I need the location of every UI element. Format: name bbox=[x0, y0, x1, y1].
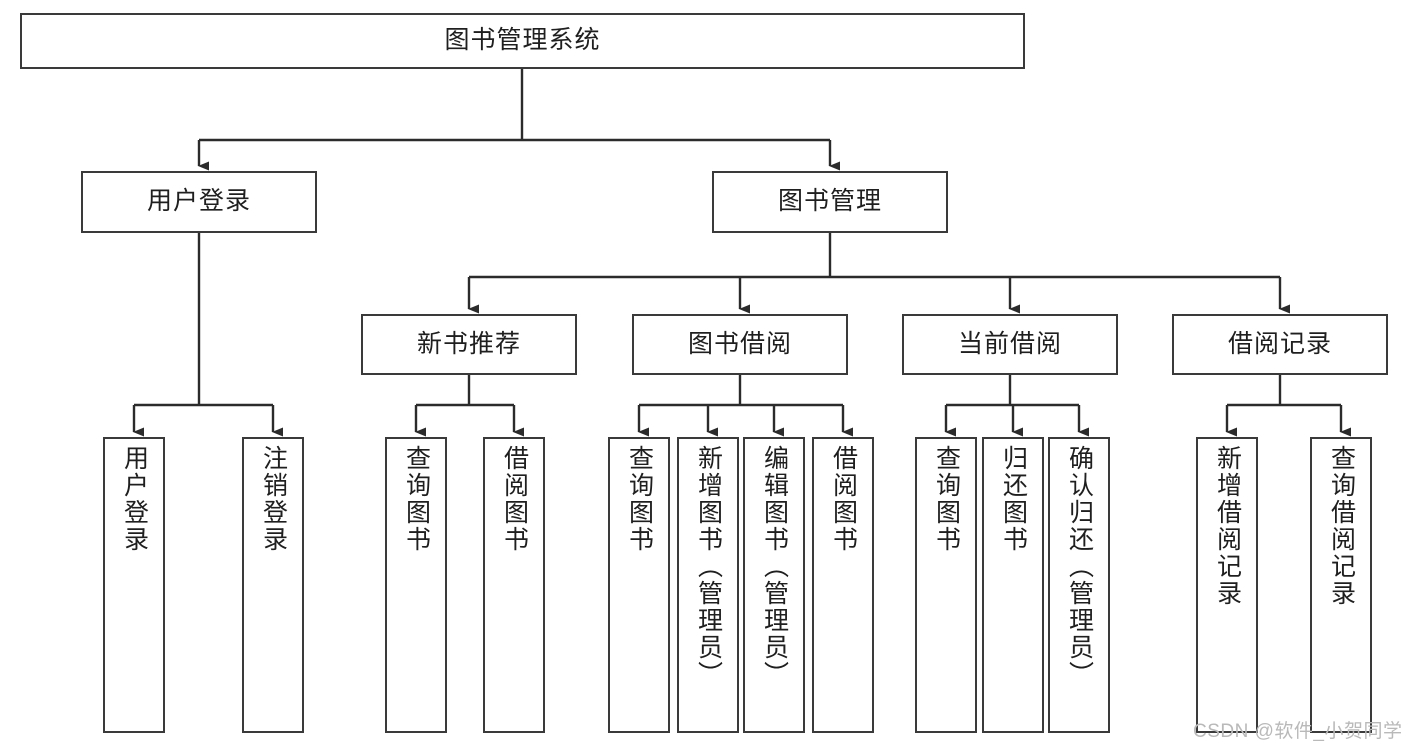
node-book-manage-label: 图书管理 bbox=[777, 187, 882, 216]
node-leaf-add-record-label: 新增借阅记录 bbox=[1213, 445, 1242, 607]
node-leaf-borrow-book-1-label: 借阅图书 bbox=[500, 445, 529, 553]
node-leaf-user-login-label: 用户登录 bbox=[120, 445, 149, 553]
node-current-borrow[interactable]: 当前借阅 bbox=[902, 314, 1118, 375]
node-leaf-return-book-label: 归还图书 bbox=[999, 445, 1028, 553]
node-borrow-record[interactable]: 借阅记录 bbox=[1172, 314, 1388, 375]
node-book-manage[interactable]: 图书管理 bbox=[712, 171, 948, 233]
node-leaf-query-book-1-label: 查询图书 bbox=[402, 445, 431, 553]
node-leaf-borrow-book-2[interactable]: 借阅图书 bbox=[812, 437, 874, 733]
node-leaf-borrow-book-1[interactable]: 借阅图书 bbox=[483, 437, 545, 733]
node-leaf-query-record-label: 查询借阅记录 bbox=[1327, 445, 1356, 607]
node-leaf-query-book-2-label: 查询图书 bbox=[625, 445, 654, 553]
node-user-login[interactable]: 用户登录 bbox=[81, 171, 317, 233]
node-leaf-edit-book[interactable]: 编辑图书（管理员） bbox=[743, 437, 805, 733]
node-leaf-add-record[interactable]: 新增借阅记录 bbox=[1196, 437, 1258, 733]
node-root[interactable]: 图书管理系统 bbox=[20, 13, 1025, 69]
node-leaf-query-book-2[interactable]: 查询图书 bbox=[608, 437, 670, 733]
node-leaf-add-book[interactable]: 新增图书（管理员） bbox=[677, 437, 739, 733]
node-leaf-query-record[interactable]: 查询借阅记录 bbox=[1310, 437, 1372, 733]
node-current-borrow-label: 当前借阅 bbox=[957, 329, 1062, 358]
node-leaf-edit-book-label: 编辑图书（管理员） bbox=[760, 445, 789, 688]
node-user-login-label: 用户登录 bbox=[146, 187, 251, 216]
csdn-watermark: CSDN @软件_小贺同学 bbox=[1193, 721, 1403, 742]
node-root-label: 图书管理系统 bbox=[444, 26, 601, 55]
node-leaf-query-book-1[interactable]: 查询图书 bbox=[385, 437, 447, 733]
node-leaf-user-logout-label: 注销登录 bbox=[259, 445, 288, 553]
node-new-book-recommend-label: 新书推荐 bbox=[416, 329, 521, 358]
node-borrow-record-label: 借阅记录 bbox=[1227, 329, 1332, 358]
node-book-borrow-label: 图书借阅 bbox=[687, 329, 792, 358]
node-leaf-user-login[interactable]: 用户登录 bbox=[103, 437, 165, 733]
node-leaf-confirm-return[interactable]: 确认归还（管理员） bbox=[1048, 437, 1110, 733]
node-leaf-confirm-return-label: 确认归还（管理员） bbox=[1065, 445, 1094, 688]
node-leaf-add-book-label: 新增图书（管理员） bbox=[694, 445, 723, 688]
node-leaf-query-book-3-label: 查询图书 bbox=[932, 445, 961, 553]
node-leaf-user-logout[interactable]: 注销登录 bbox=[242, 437, 304, 733]
node-leaf-return-book[interactable]: 归还图书 bbox=[982, 437, 1044, 733]
node-book-borrow[interactable]: 图书借阅 bbox=[632, 314, 848, 375]
node-leaf-borrow-book-2-label: 借阅图书 bbox=[829, 445, 858, 553]
node-new-book-recommend[interactable]: 新书推荐 bbox=[361, 314, 577, 375]
node-leaf-query-book-3[interactable]: 查询图书 bbox=[915, 437, 977, 733]
